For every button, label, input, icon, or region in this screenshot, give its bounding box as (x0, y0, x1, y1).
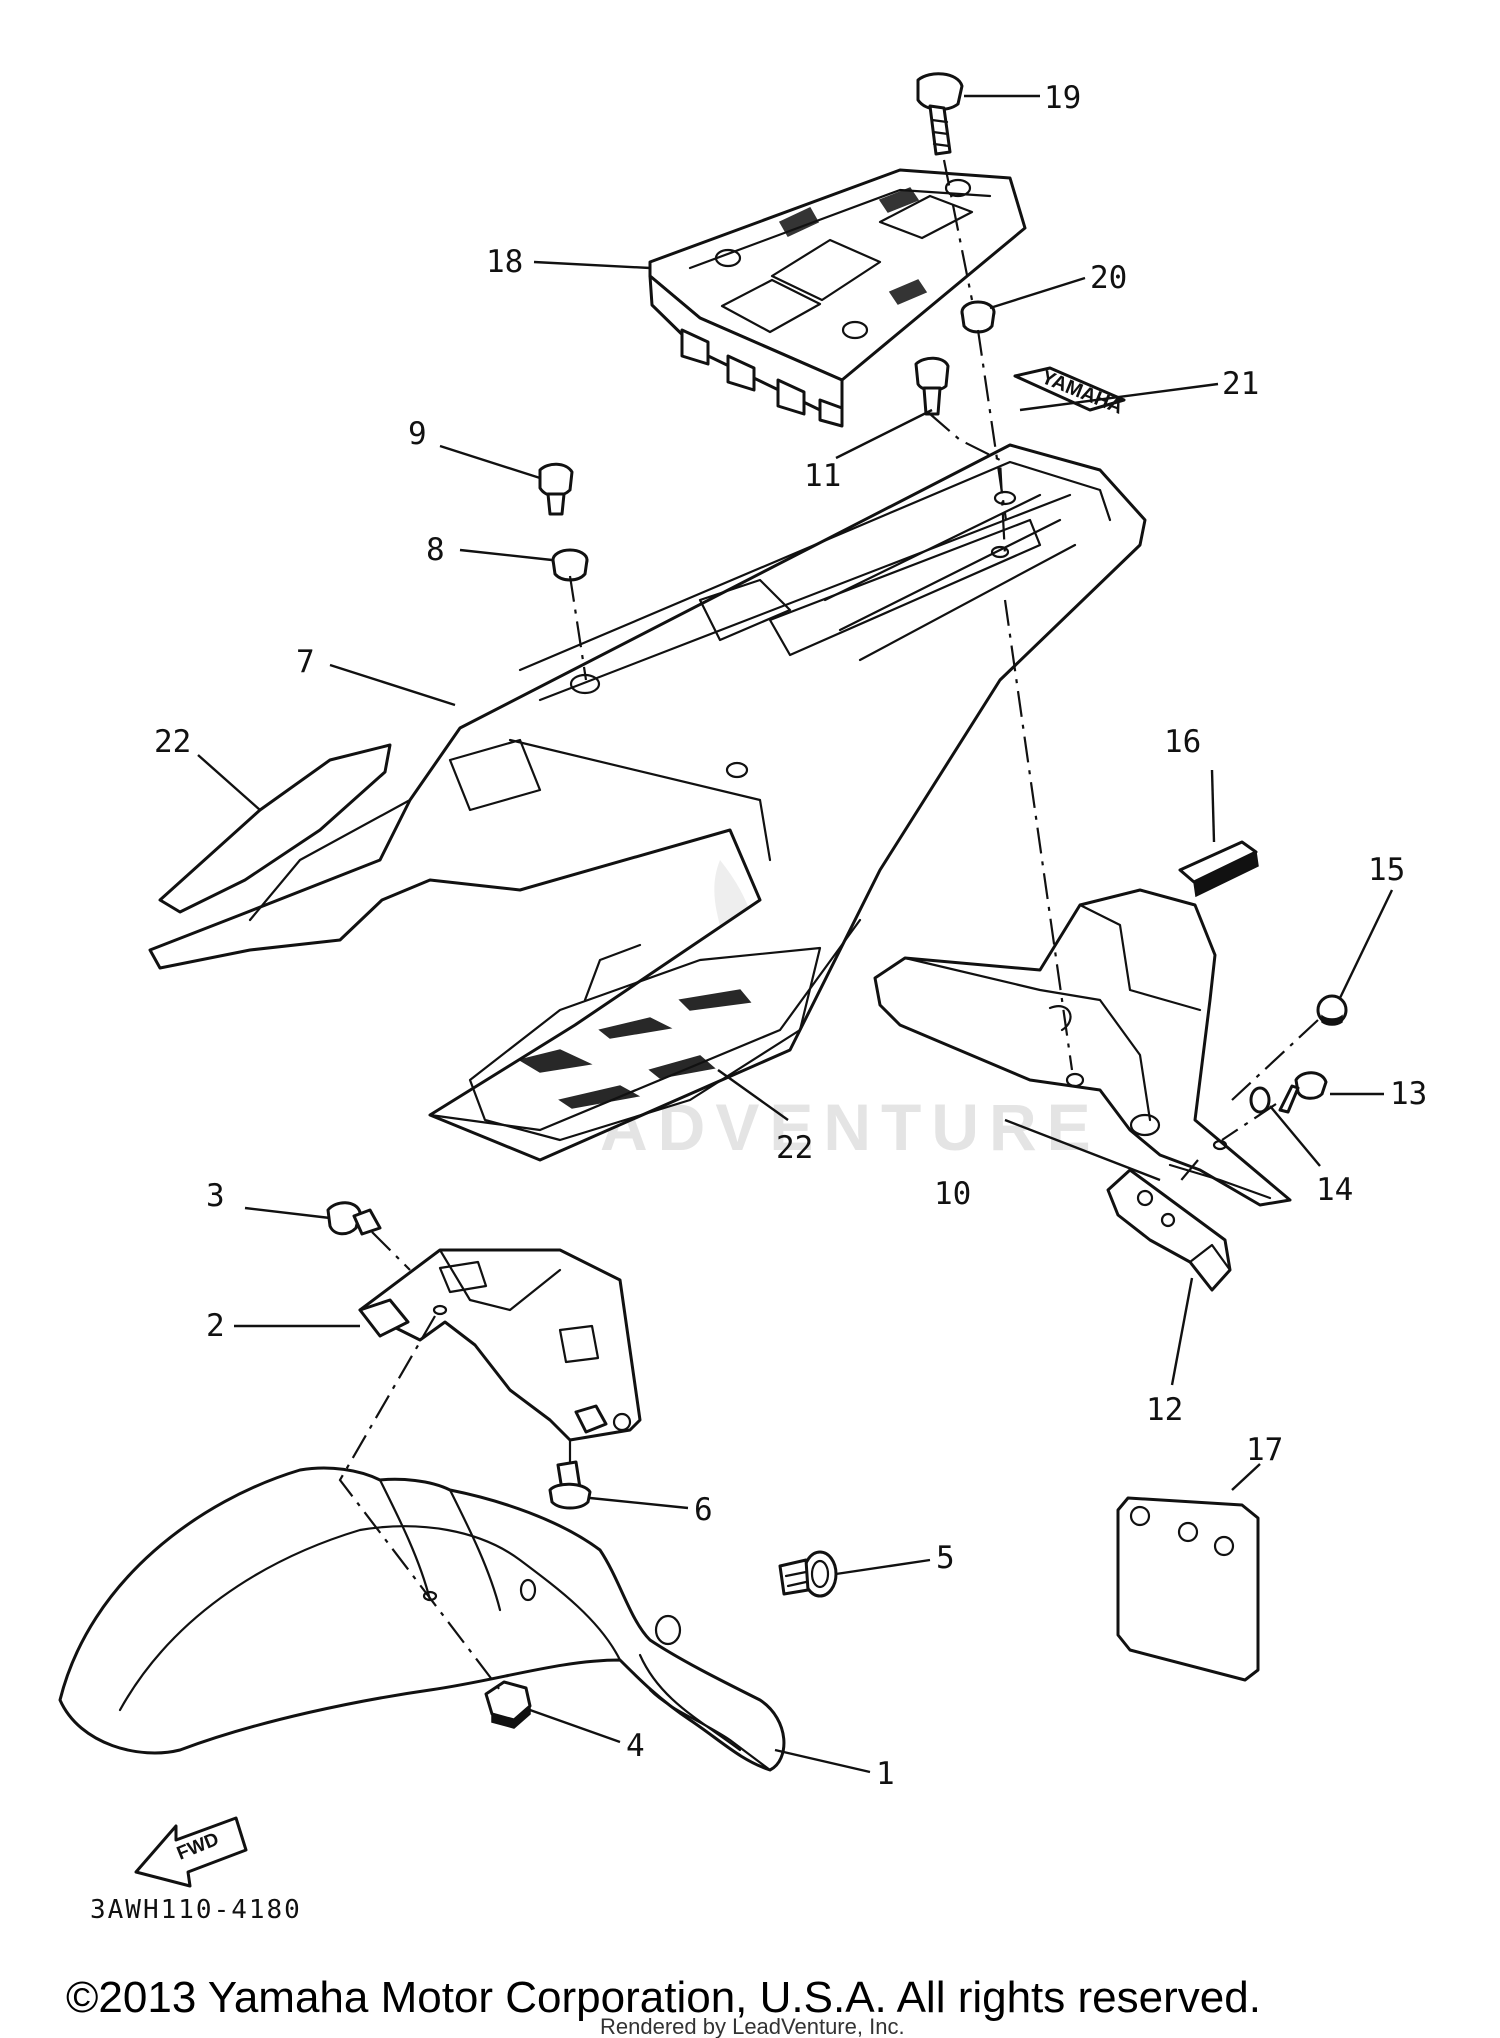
rendered-by-note: Rendered by LeadVenture, Inc. (600, 2014, 905, 2038)
part-13-bolt (1278, 1071, 1328, 1114)
part-21-yamaha-decal: YAMAHA (1013, 366, 1126, 419)
callout-22-left: 22 (154, 724, 191, 760)
diagram-code: 3AWH110-4180 (90, 1895, 302, 1925)
callout-6: 6 (694, 1492, 713, 1528)
fwd-arrow-icon: FWD (134, 1816, 248, 1888)
callout-9: 9 (408, 416, 427, 452)
part-18-rear-carrier (648, 168, 1027, 428)
callout-21: 21 (1222, 366, 1259, 402)
callout-labels: 19 18 20 21 11 9 8 7 22 22 16 15 13 14 1… (154, 80, 1427, 1792)
leader-lines (197, 94, 1394, 1774)
part-20-grommet (960, 300, 996, 334)
callout-5: 5 (936, 1540, 955, 1576)
callout-17: 17 (1246, 1432, 1283, 1468)
part-9-bolt (538, 462, 574, 516)
callout-7: 7 (296, 644, 315, 680)
part-10-license-bracket (873, 888, 1292, 1207)
copyright-notice: ©2013 Yamaha Motor Corporation, U.S.A. A… (66, 1973, 1261, 2022)
part-2-fender-bracket (358, 1248, 642, 1442)
callout-18: 18 (486, 244, 523, 280)
part-3-bolt (326, 1201, 382, 1236)
callout-8: 8 (426, 532, 445, 568)
callout-4: 4 (626, 1728, 645, 1764)
part-6-bolt (548, 1460, 592, 1510)
part-4-nut (484, 1680, 532, 1729)
callout-16: 16 (1164, 724, 1201, 760)
callout-2: 2 (206, 1308, 225, 1344)
callout-22-right: 22 (776, 1130, 813, 1166)
callout-3: 3 (206, 1178, 225, 1214)
part-15-nut (1316, 994, 1348, 1026)
callout-13: 13 (1390, 1076, 1427, 1112)
part-12-plate-bracket (1106, 1168, 1232, 1292)
callout-12: 12 (1146, 1392, 1183, 1428)
part-17-license-plate (1116, 1496, 1260, 1682)
part-1-front-fender (58, 1466, 786, 1772)
part-11-bolt (914, 356, 950, 416)
callout-10: 10 (934, 1176, 971, 1212)
part-22-decal-left (158, 743, 392, 914)
part-14-washer (1249, 1086, 1271, 1114)
assembly-lines (338, 159, 1319, 1691)
part-16-reflector (1178, 840, 1259, 898)
part-19-bolt (916, 72, 964, 156)
callout-11: 11 (804, 458, 841, 494)
part-8-grommet (551, 548, 589, 582)
callout-1: 1 (876, 1756, 895, 1792)
callout-15: 15 (1368, 852, 1405, 888)
part-22-decal-right (468, 946, 822, 1142)
callout-19: 19 (1044, 80, 1081, 116)
part-5-grommet (778, 1550, 838, 1598)
callout-20: 20 (1090, 260, 1127, 296)
callout-14: 14 (1316, 1172, 1353, 1208)
